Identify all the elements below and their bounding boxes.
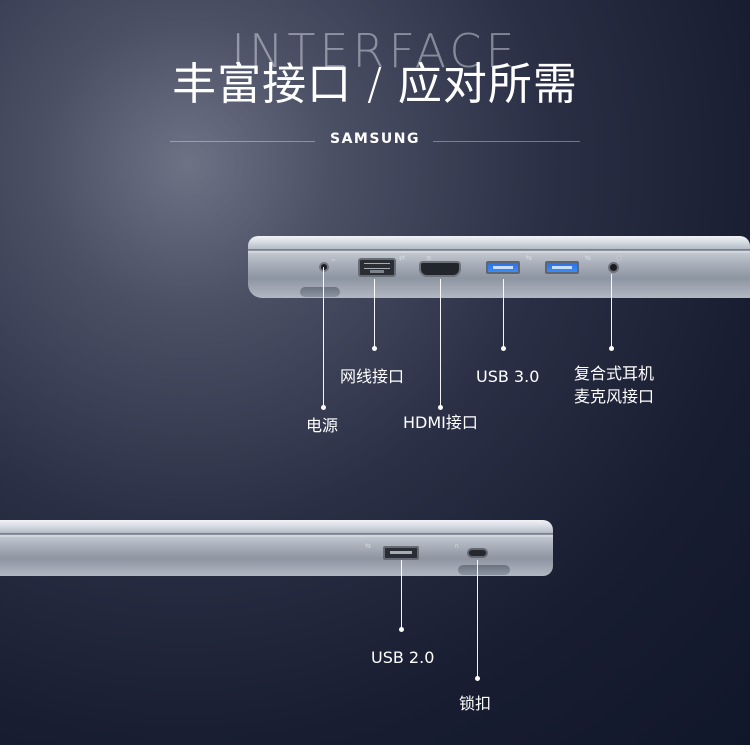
usb-2-port-icon (383, 546, 419, 560)
usb3-label: USB 3.0 (476, 367, 540, 386)
hdmi-port-icon (419, 261, 461, 277)
lock-mark-icon: ∩ (454, 542, 460, 550)
usb-mark-icon: ⇆ (526, 254, 533, 262)
lock-label: 锁扣 (459, 694, 492, 713)
hdmi-callout-line (440, 279, 441, 408)
power-callout-dot (321, 405, 326, 410)
audio-label-line-1: 复合式耳机 (574, 364, 655, 383)
laptop-lid (248, 236, 750, 249)
usb-3-port-icon (545, 261, 579, 274)
brand-divider-left (170, 141, 315, 142)
hdmi-callout-dot (438, 405, 443, 410)
hdmi-mark-icon: ≡ (426, 254, 433, 262)
usb2-callout-line (401, 560, 402, 629)
laptop-lid (0, 520, 553, 533)
power-callout-line (323, 267, 324, 408)
laptop-foot (300, 287, 340, 297)
audio-label-line-2: 麦克风接口 (574, 387, 655, 407)
usb2-callout-dot (399, 627, 404, 632)
laptop-foot (458, 565, 510, 575)
laptop-side-view-upper: ⌁ ⇄ ≡ ⇆ ⇆ ◌ (248, 236, 750, 298)
audio-callout-dot (609, 346, 614, 351)
audio-callout-line (611, 274, 612, 348)
brand-divider-right (433, 141, 580, 142)
usb2-label: USB 2.0 (371, 648, 435, 667)
usb-mark-icon: ⇆ (585, 254, 592, 262)
usb3-callout-dot (501, 346, 506, 351)
page-title: 丰富接口 / 应对所需 (172, 59, 578, 110)
lock-callout-dot (475, 676, 480, 681)
power-jack-icon (319, 262, 329, 272)
usb-3-port-icon (486, 261, 520, 274)
usb3-callout-line (503, 279, 504, 348)
lock-callout-line (477, 560, 478, 678)
audio-jack-icon (608, 262, 619, 273)
lan-label: 网线接口 (340, 367, 405, 386)
power-label: 电源 (306, 416, 339, 435)
audio-label: 复合式耳机 麦克风接口 (574, 362, 654, 408)
lan-callout-dot (372, 346, 377, 351)
headset-mark-icon: ◌ (616, 254, 623, 262)
page-heading: INTERFACE 丰富接口 / 应对所需 SAMSUNG (0, 0, 750, 160)
lock-slot-icon (467, 548, 488, 558)
power-mark-icon: ⌁ (331, 256, 336, 264)
ethernet-port-icon (358, 258, 396, 277)
ethernet-mark-icon: ⇄ (399, 254, 406, 262)
hdmi-label: HDMI接口 (403, 413, 478, 432)
usb-mark-icon: ⇆ (365, 542, 372, 550)
laptop-hinge-line (0, 533, 553, 536)
background-word: INTERFACE (231, 24, 519, 78)
laptop-hinge-line (248, 249, 750, 252)
laptop-side-view-lower: ⇆ ∩ (0, 520, 553, 576)
lan-callout-line (374, 279, 375, 348)
brand-name: SAMSUNG (329, 131, 420, 147)
